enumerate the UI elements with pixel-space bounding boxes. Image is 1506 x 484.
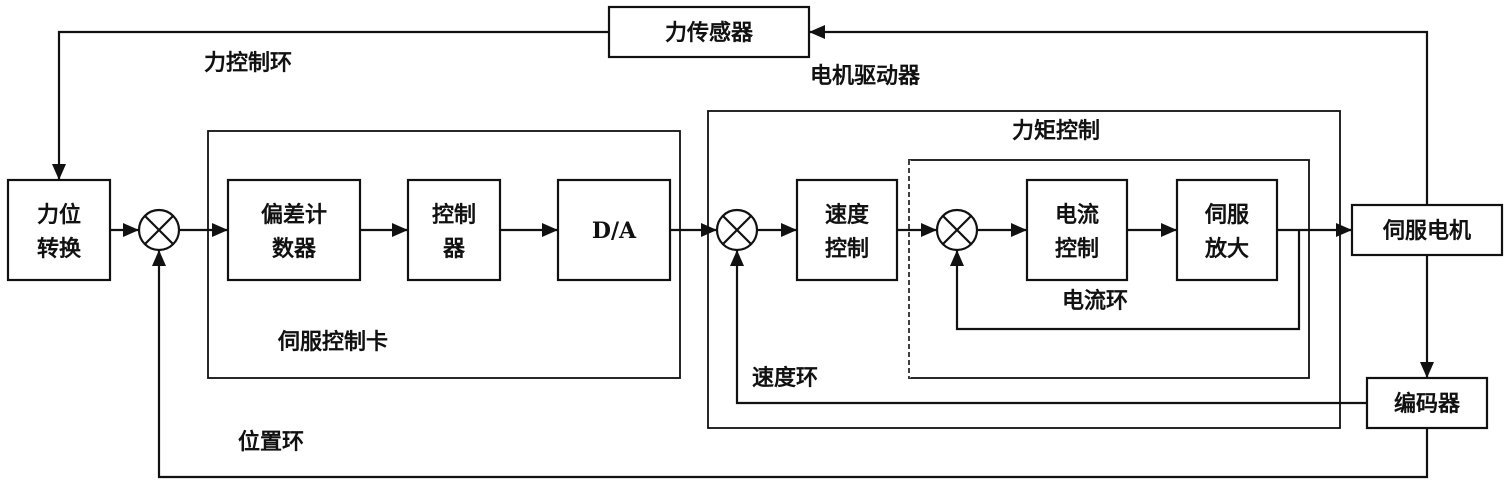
wire-speed-loop-feedback [730, 250, 1367, 405]
block-force-sensor: 力传感器 [607, 5, 811, 59]
block-label-line-2: 数器 [272, 236, 317, 262]
block-current-control: 电流 控制 [1025, 178, 1129, 282]
block-servo-motor: 伺服电机 [1350, 203, 1504, 257]
block-label: 编码器 [1394, 391, 1461, 417]
summing-junction-position [137, 208, 181, 252]
block-label-line-1: 伺服 [1204, 202, 1250, 228]
block-label-line-1: 偏差计 [261, 202, 327, 228]
block-servo-amplifier: 伺服 放大 [1175, 178, 1279, 282]
summing-junction-speed [715, 208, 759, 252]
wire-current-loop-feedback [950, 230, 1301, 331]
motor-driver-group [707, 110, 1341, 429]
block-controller: 控制 器 [406, 178, 502, 282]
block-label-line-2: 转换 [37, 236, 82, 262]
block-label: 力传感器 [665, 20, 754, 46]
block-label-line-2: 放大 [1204, 236, 1249, 262]
label-torque-control: 力矩控制 [1012, 118, 1100, 144]
block-label-line-1: 电流 [1055, 202, 1099, 228]
block-deviation-counter: 偏差计 数器 [226, 178, 362, 282]
wire-force-sensor-to-fp [52, 30, 609, 180]
servo-control-card-group [207, 130, 681, 379]
block-label-line-1: 速度 [825, 202, 870, 228]
label-force-control-loop: 力控制环 [204, 50, 292, 76]
block-label-line-1: 力位 [37, 202, 81, 228]
block-label-line-2: 器 [442, 237, 466, 262]
block-encoder: 编码器 [1365, 376, 1489, 430]
wire-motor-to-force-sensor [809, 25, 1429, 205]
block-label-line-2: 控制 [825, 236, 869, 262]
label-current-loop: 电流环 [1062, 288, 1128, 314]
block-speed-control: 速度 控制 [795, 178, 899, 282]
label-motor-driver: 电机驱动器 [810, 64, 921, 89]
block-label-line-1: 控制 [432, 202, 476, 228]
label-servo-control-card: 伺服控制卡 [277, 329, 388, 355]
block-label-line-2: 控制 [1055, 236, 1099, 262]
block-force-position-conversion: 力位 转换 [6, 178, 112, 282]
block-da-converter: D/A [556, 178, 672, 282]
wire-position-loop-feedback [152, 250, 1429, 479]
label-speed-loop: 速度环 [752, 365, 818, 391]
block-label: 伺服电机 [1382, 218, 1471, 244]
block-label: D/A [592, 218, 637, 244]
summing-junction-current [935, 208, 979, 252]
label-position-loop: 位置环 [238, 429, 304, 455]
